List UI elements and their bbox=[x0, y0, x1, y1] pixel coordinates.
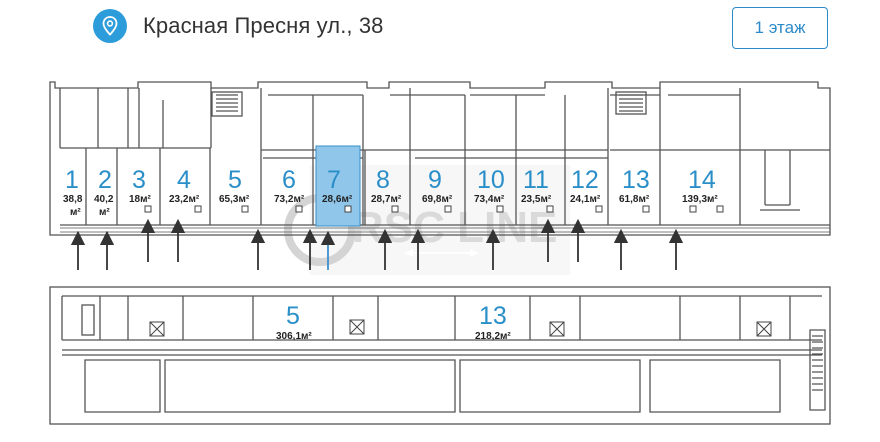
address-title: Красная Пресня ул., 38 bbox=[143, 13, 384, 38]
unit-5-area: 65,3м² bbox=[219, 194, 250, 205]
lower-unit-13-area: 218,2м² bbox=[475, 331, 511, 342]
lower-unit-13-number[interactable]: 13 bbox=[479, 302, 507, 330]
unit-13-area: 61,8м² bbox=[619, 194, 650, 205]
unit-2-area: 40,2 bbox=[94, 194, 114, 205]
unit-6-area: 73,2м² bbox=[274, 194, 305, 205]
unit-8-number[interactable]: 8 bbox=[376, 166, 390, 194]
unit-8-area: 28,7м² bbox=[371, 194, 402, 205]
floor-select-button[interactable]: 1 этаж bbox=[732, 7, 828, 49]
unit-labels: 1 38,8 м² 2 40,2 м² 3 18м² 4 23,2м² 5 65… bbox=[63, 166, 718, 218]
location-pin-icon bbox=[93, 9, 127, 43]
unit-10-area: 73,4м² bbox=[474, 194, 505, 205]
unit-3-number[interactable]: 3 bbox=[132, 166, 146, 194]
unit-7-area: 28,6м² bbox=[322, 194, 353, 205]
entrance-arrows bbox=[70, 218, 684, 270]
lower-unit-labels: 5 306,1м² 13 218,2м² bbox=[276, 302, 511, 342]
unit-12-area: 24,1м² bbox=[570, 194, 601, 205]
unit-4-number[interactable]: 4 bbox=[177, 166, 191, 194]
lower-building bbox=[49, 286, 831, 425]
unit-13-number[interactable]: 13 bbox=[622, 166, 650, 194]
unit-2-number[interactable]: 2 bbox=[98, 166, 112, 194]
unit-14-area: 139,3м² bbox=[682, 194, 718, 205]
unit-1-number[interactable]: 1 bbox=[65, 166, 79, 194]
unit-3-area: 18м² bbox=[129, 194, 152, 205]
upper-building bbox=[49, 81, 831, 236]
unit-14-number[interactable]: 14 bbox=[688, 166, 716, 194]
unit-1-area-unit: м² bbox=[70, 207, 81, 218]
header: Красная Пресня ул., 38 1 этаж bbox=[0, 0, 880, 60]
unit-10-number[interactable]: 10 bbox=[477, 166, 505, 194]
lower-unit-5-number[interactable]: 5 bbox=[286, 302, 300, 330]
unit-7-highlight[interactable] bbox=[315, 145, 361, 227]
unit-11-number[interactable]: 11 bbox=[523, 166, 549, 194]
unit-11-area: 23,5м² bbox=[521, 194, 552, 205]
unit-6-number[interactable]: 6 bbox=[282, 166, 296, 194]
lower-fixtures bbox=[149, 319, 772, 337]
unit-12-number[interactable]: 12 bbox=[571, 166, 599, 194]
unit-9-number[interactable]: 9 bbox=[428, 166, 442, 194]
unit-4-area: 23,2м² bbox=[169, 194, 200, 205]
unit-7-number[interactable]: 7 bbox=[327, 166, 341, 194]
unit-2-area-unit: м² bbox=[99, 207, 110, 218]
unit-9-area: 69,8м² bbox=[422, 194, 453, 205]
lower-unit-5-area: 306,1м² bbox=[276, 331, 312, 342]
unit-5-number[interactable]: 5 bbox=[228, 166, 242, 194]
watermark-text: RSC LINE bbox=[352, 203, 557, 252]
unit-1-area: 38,8 bbox=[63, 194, 83, 205]
fixtures bbox=[144, 205, 724, 213]
